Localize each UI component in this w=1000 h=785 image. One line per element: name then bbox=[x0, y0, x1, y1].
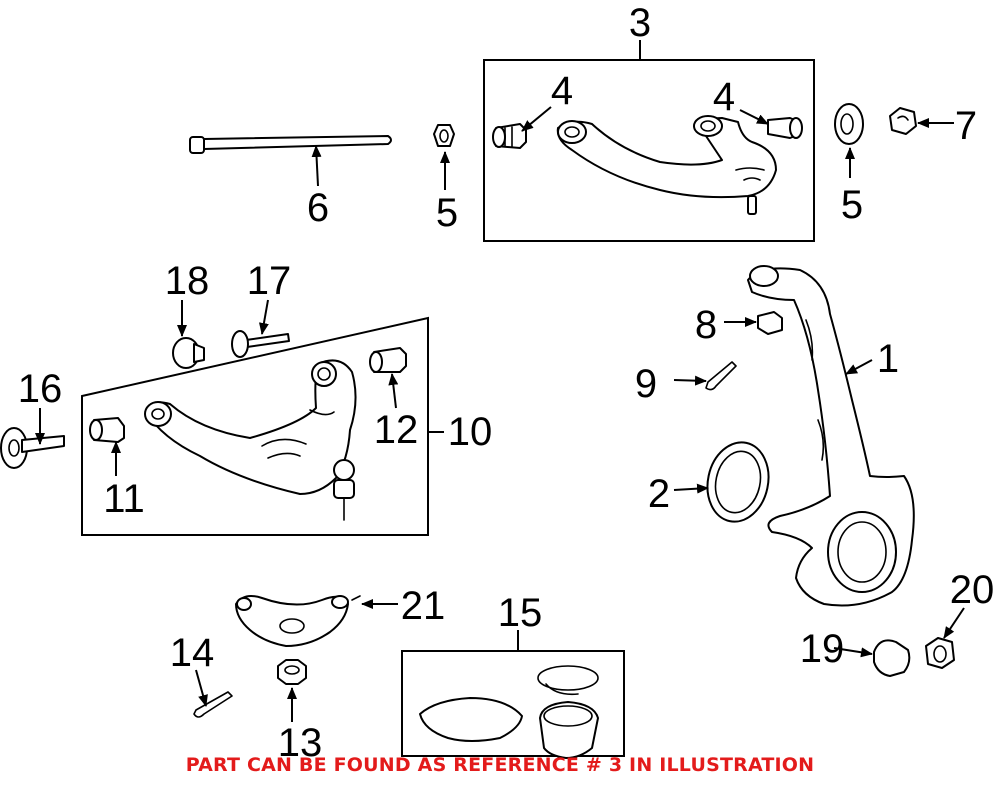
leader-14 bbox=[195, 669, 208, 707]
callout-13: 13 bbox=[278, 721, 323, 765]
callout-2: 2 bbox=[648, 472, 670, 516]
callout-19: 19 bbox=[800, 627, 845, 671]
callout-18: 18 bbox=[165, 259, 210, 303]
seal-part bbox=[706, 441, 770, 523]
leader-12 bbox=[388, 373, 399, 409]
castle-nut-part bbox=[277, 659, 307, 685]
steering-knuckle-part bbox=[747, 265, 915, 607]
lower-bushing-left-part bbox=[89, 417, 125, 443]
long-bolt-part bbox=[189, 135, 392, 154]
callout-17: 17 bbox=[247, 259, 292, 303]
callout-5-left: 5 bbox=[436, 191, 458, 235]
cam-washer-part bbox=[172, 337, 205, 369]
callout-4-right: 4 bbox=[713, 75, 735, 119]
callout-16: 16 bbox=[18, 367, 63, 411]
callout-3: 3 bbox=[629, 1, 651, 45]
lower-bushing-right-part bbox=[369, 347, 407, 373]
leader-1 bbox=[845, 359, 873, 375]
clip-part bbox=[705, 361, 737, 391]
callout-6: 6 bbox=[307, 186, 329, 230]
callout-20: 20 bbox=[950, 568, 995, 612]
callout-9: 9 bbox=[635, 362, 657, 406]
callout-5-right: 5 bbox=[841, 183, 863, 227]
callout-8: 8 bbox=[695, 303, 717, 347]
callout-11: 11 bbox=[103, 477, 145, 521]
leader-9 bbox=[673, 375, 707, 386]
callout-1: 1 bbox=[877, 337, 899, 381]
bushing-right-part bbox=[767, 117, 803, 139]
ball-joint-kit-box bbox=[401, 650, 625, 757]
leader-4b bbox=[739, 109, 769, 125]
callout-15: 15 bbox=[498, 591, 543, 635]
callout-12: 12 bbox=[374, 408, 419, 452]
callout-4-left: 4 bbox=[551, 69, 573, 113]
leader-19 bbox=[833, 647, 873, 658]
callout-10: 10 bbox=[448, 410, 493, 454]
cam-bolt-part bbox=[231, 330, 290, 358]
ball-joint-kit-part bbox=[419, 665, 599, 759]
leader-17 bbox=[258, 299, 269, 335]
reference-note: PART CAN BE FOUND AS REFERENCE # 3 IN IL… bbox=[185, 754, 815, 776]
leader-20 bbox=[943, 607, 965, 639]
callout-7: 7 bbox=[955, 104, 977, 148]
adjusting-bolt-part bbox=[0, 427, 65, 469]
leader-6 bbox=[311, 145, 322, 187]
flange-nut-part bbox=[433, 124, 455, 147]
dust-boot-part bbox=[873, 639, 911, 677]
bushing-left-part bbox=[492, 123, 527, 149]
cotter-pin-part bbox=[193, 691, 233, 718]
lower-arm-group-box bbox=[81, 316, 429, 536]
lower-control-arm-part bbox=[144, 359, 357, 521]
upper-arm-group-box bbox=[483, 59, 815, 242]
ball-joint-bracket-part bbox=[235, 595, 361, 647]
upper-control-arm-part bbox=[556, 115, 777, 215]
leader-4a bbox=[521, 106, 552, 132]
nut-part bbox=[889, 107, 917, 135]
callout-14: 14 bbox=[170, 631, 215, 675]
washer-part bbox=[834, 103, 864, 145]
leader-2 bbox=[673, 483, 709, 494]
hub-nut-part bbox=[925, 637, 955, 669]
callout-21: 21 bbox=[401, 584, 446, 628]
plug-part bbox=[757, 311, 783, 335]
